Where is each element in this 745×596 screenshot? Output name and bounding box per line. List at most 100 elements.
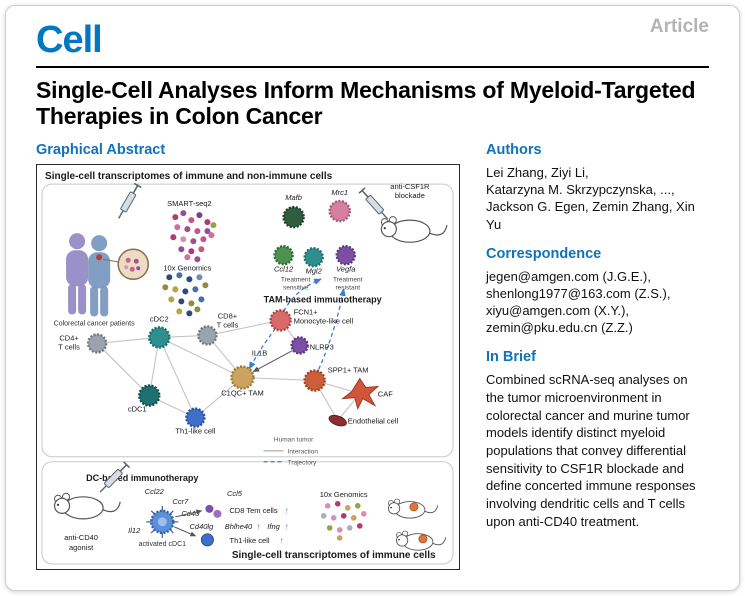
inbrief-heading: In Brief (486, 349, 536, 366)
tenx-bottom-cell-cluster (320, 501, 367, 541)
ifng-label: Ifng (267, 522, 280, 531)
nlrp3-label: NLRP3 (310, 343, 334, 352)
graphical-abstract-svg: Single-cell transcriptomes of immune and… (41, 171, 454, 565)
lower-section-frame (41, 461, 454, 565)
tenx-top-label: 10x Genomics (163, 263, 211, 272)
treatment-resistant-line2: resistant (335, 284, 360, 291)
mafb-tam-cell (282, 206, 305, 229)
il1b-label: IL1B (252, 349, 267, 358)
spp1-label: SPP1+ TAM (328, 366, 369, 375)
endothelial-label: Endothelial cell (348, 417, 399, 426)
cd4-t-cell-node (86, 333, 108, 354)
mrc1-tam-cell (328, 200, 351, 223)
cdc2-label: cDC2 (150, 315, 169, 324)
nlrp3-node (290, 336, 309, 355)
th1-bottom-cell-dot (200, 533, 214, 547)
tenx-bottom-label: 10x Genomics (320, 490, 368, 499)
cd8-tem-label: CD8 Tem cells (229, 506, 277, 515)
inbrief-text: Combined scRNA-seq analyses on the tumor… (486, 372, 696, 529)
author-line: Jackson G. Egen, Zemin Zhang, Xin Yu (486, 199, 695, 232)
mrc1-label: Mrc1 (331, 188, 348, 197)
authors-list: Lei Zhang, Ziyi Li, Katarzyna M. Skrzypc… (486, 164, 709, 233)
endothelial-cell-shape (328, 415, 347, 427)
ifng-up-arrow: ↑ (285, 522, 289, 531)
treatment-sensitive-line1: Treatment (281, 276, 311, 283)
cd8-tem-cell-dot2 (213, 509, 222, 518)
correspondence-list: jegen@amgen.com (J.G.E.), shenlong1977@1… (486, 268, 709, 337)
cd40lg-label: Cd40lg (189, 522, 214, 531)
network-legend: Human tumor Interaction Trajectory (263, 437, 318, 467)
legend-trajectory-label: Trajectory (288, 460, 317, 467)
cd40-mouse-icon (53, 492, 121, 520)
ccl5-label: Ccl5 (227, 489, 243, 498)
graphical-abstract-heading: Graphical Abstract (36, 142, 166, 159)
article-first-page: Cell Article Single-Cell Analyses Inform… (5, 5, 740, 591)
anti-cd40-label-line1: anti-CD40 (64, 533, 98, 542)
ccl12-tam-cell (273, 245, 294, 266)
th1-up-arrow: ↑ (280, 536, 284, 545)
cd8-label-line1: CD8+ (218, 312, 238, 321)
th1-label: Th1-like cell (175, 427, 215, 436)
graphical-abstract-column: Graphical Abstract (36, 142, 460, 571)
author-line: Lei Zhang, Ziyi Li, (486, 165, 589, 181)
correspondence-heading: Correspondence (486, 245, 602, 262)
th1-bottom-label: Th1-like cell (229, 536, 269, 545)
bottom-banner-label: Single-cell transcriptomes of immune cel… (232, 550, 436, 561)
patient-silhouettes-icon (66, 233, 121, 317)
activated-cdc1-cell (146, 505, 179, 539)
cd8-tem-up-arrow: ↑ (285, 506, 289, 515)
caf-label: CAF (378, 390, 393, 399)
tam-immunotherapy-title: TAM-based immunotherapy (264, 294, 382, 304)
vegfa-tam-cell (335, 245, 356, 266)
cd4-label-line2: T cells (58, 343, 80, 352)
mgl2-tam-cell (303, 247, 324, 268)
fcn1-monocyte-node (269, 309, 292, 332)
metadata-column: Authors Lei Zhang, Ziyi Li, Katarzyna M.… (486, 142, 709, 570)
authors-heading: Authors (486, 142, 542, 159)
patients-caption: Colorectal cancer patients (54, 321, 135, 328)
biopsy-syringe-icon (114, 182, 143, 222)
anti-csf1r-label-line1: anti-CSF1R (390, 182, 430, 191)
tumor-mice-icons (388, 498, 447, 551)
csf1r-syringe-icon (358, 187, 392, 223)
cdc1-label: cDC1 (128, 405, 147, 414)
c1qc-label: C1QC+ TAM (221, 389, 263, 398)
th1-like-cell-node (185, 407, 206, 428)
treatment-sensitive-line2: sensitive (283, 284, 309, 291)
author-line: Katarzyna M. Skrzypczynska, ..., (486, 182, 675, 198)
upper-section-frame (41, 183, 454, 458)
correspondence-line: jegen@amgen.com (J.G.E.), (486, 268, 651, 284)
correspondence-line: zemin@pku.edu.cn (Z.Z.) (486, 320, 633, 336)
activated-cdc1-label: activated cDC1 (139, 541, 187, 548)
cd8-tem-cell-dot (205, 504, 214, 513)
content-columns: Graphical Abstract (36, 142, 709, 571)
smartseq2-cell-cluster (170, 210, 217, 263)
smartseq2-label: SMART-seq2 (167, 199, 211, 208)
cd8-label-line2: T cells (217, 321, 239, 330)
fcn1-label-line1: FCN1+ (294, 308, 319, 317)
il12-label: Il12 (128, 526, 141, 535)
trajectory-arrows (248, 278, 346, 370)
vegfa-label: Vegfa (336, 264, 355, 273)
cdc1-to-th1-arrow (174, 526, 197, 537)
cdc1-to-cd8-arrow (175, 509, 203, 518)
dc-immunotherapy-title: DC-based immunotherapy (86, 473, 198, 483)
c1qc-tam-node (230, 365, 255, 390)
spp1-tam-node (303, 369, 326, 392)
ccl12-label: Ccl12 (274, 264, 294, 273)
legend-title: Human tumor (274, 437, 314, 444)
mgl2-label: Mgl2 (306, 266, 323, 275)
cdc1-node (138, 384, 161, 407)
cd8-t-cell-node (197, 325, 218, 346)
il1b-arrow (252, 350, 293, 373)
correspondence-line: xiyu@amgen.com (X.Y.), (486, 303, 630, 319)
graphical-abstract-figure: Single-cell transcriptomes of immune and… (36, 164, 460, 571)
header-rule (36, 65, 709, 68)
ccl22-label: Ccl22 (145, 487, 165, 496)
article-type-label: Article (649, 16, 709, 37)
header-bar: Cell Article (36, 14, 709, 62)
anti-csf1r-label-line2: blockade (395, 191, 425, 200)
csf1r-mouse-icon (380, 216, 448, 243)
treatment-resistant-line1: Treatment (333, 276, 363, 283)
ccr7-label: Ccr7 (172, 497, 189, 506)
